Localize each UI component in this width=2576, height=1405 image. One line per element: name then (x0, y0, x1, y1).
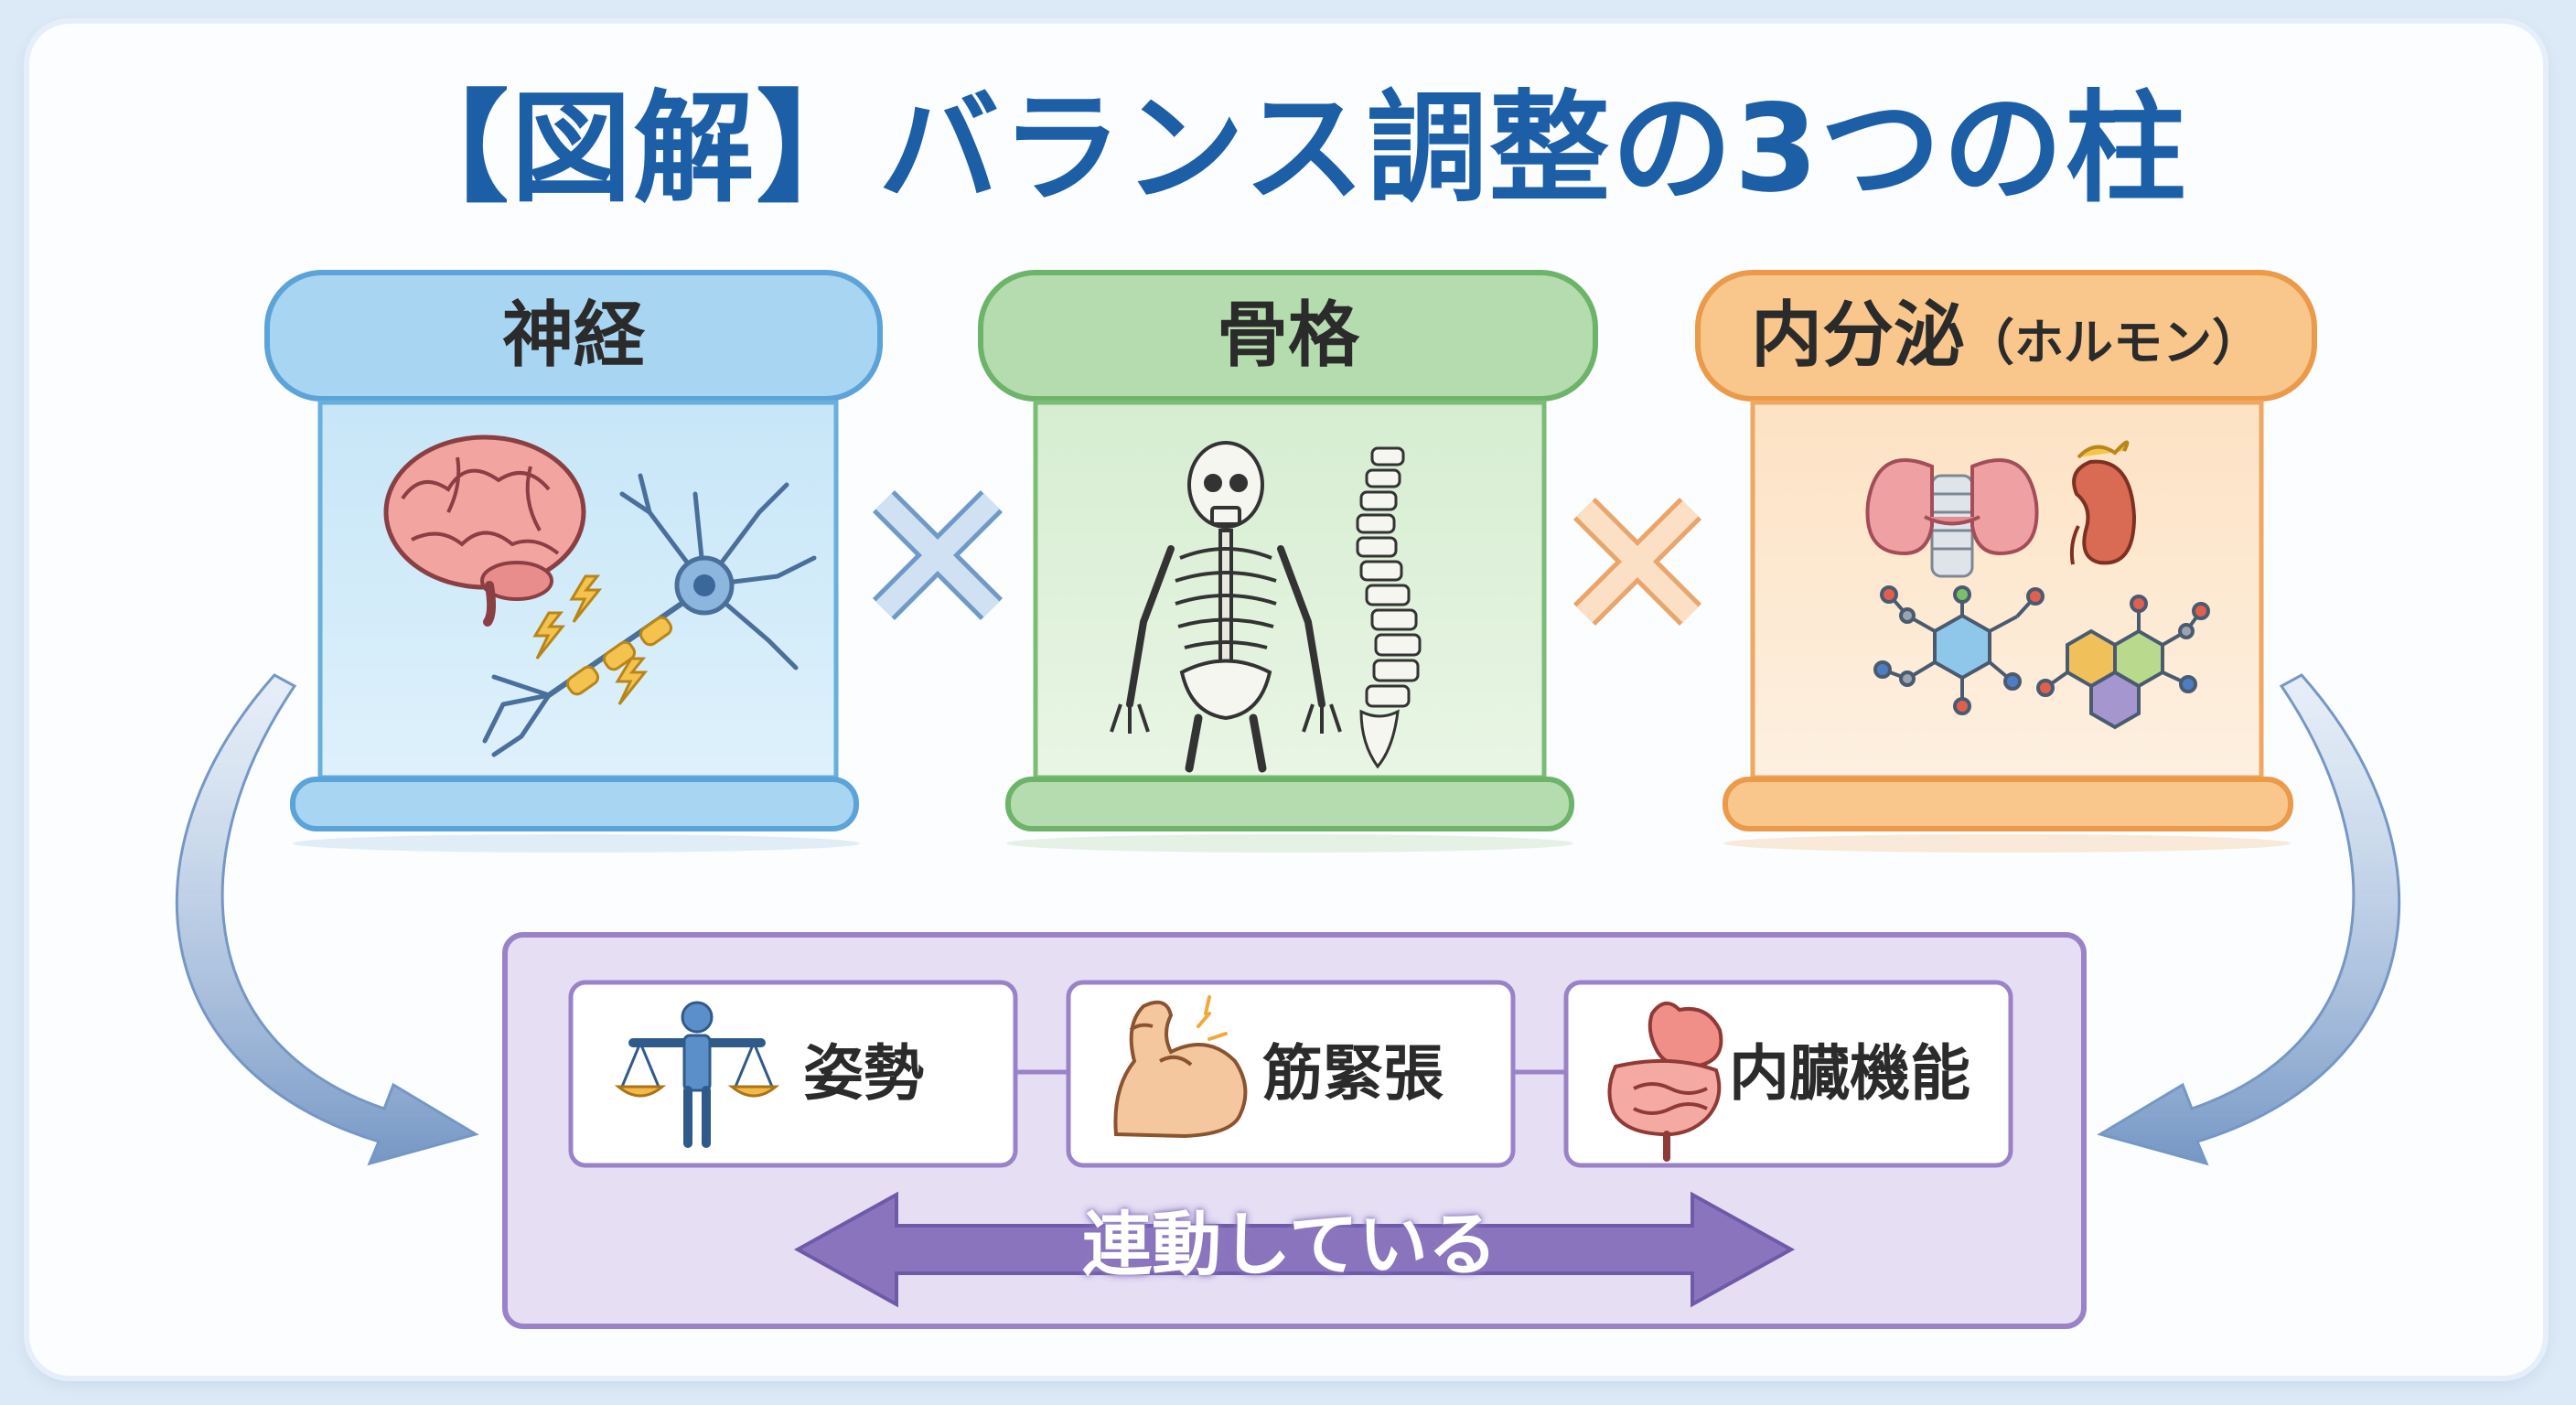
function-label-muscle-tone: 筋緊張 (1262, 1038, 1444, 1109)
pillar-label-nerve-text: 神経 (501, 295, 645, 377)
right-curved-arrow (2097, 673, 2400, 1166)
function-label-posture: 姿勢 (803, 1038, 924, 1109)
thyroid-icon (1865, 458, 2039, 578)
neuron-icon (482, 473, 817, 757)
skeleton-icon (1110, 441, 1342, 773)
pillar-label-skeleton-text: 骨格 (1216, 295, 1359, 377)
linkage-double-arrow (793, 1191, 1796, 1308)
linkage-label: 連動している (1082, 1204, 1497, 1285)
digestive-organs-icon (1607, 1002, 1723, 1162)
brain-icon (383, 434, 586, 627)
pillar-label-skeleton: 骨格 (981, 295, 1595, 377)
balance-person-icon (614, 1001, 780, 1148)
page-title: 【図解】バランス調整の3つの柱 (388, 79, 2188, 220)
molecule-icon-1 (1873, 585, 2045, 715)
flexed-arm-icon (1113, 995, 1248, 1139)
spine-icon (1356, 446, 1422, 769)
kidney-icon (2069, 440, 2137, 565)
function-label-visceral-function: 内臓機能 (1729, 1038, 1970, 1109)
left-curved-arrow (176, 673, 479, 1166)
molecule-icon-2 (2036, 595, 2210, 730)
pillar-label-nerve: 神経 (267, 295, 880, 377)
multiply-icon-1 (872, 489, 1004, 621)
pillar-skeleton (978, 270, 1598, 853)
multiply-icon-2 (1572, 497, 1702, 627)
pillar-label-endocrine-text: 内分泌 (1750, 295, 1965, 377)
pillar-label-endocrine-sub: （ホルモン） (1965, 314, 2261, 371)
pillar-endocrine (1695, 270, 2317, 853)
pillar-label-endocrine: 内分泌（ホルモン） (1698, 295, 2314, 384)
